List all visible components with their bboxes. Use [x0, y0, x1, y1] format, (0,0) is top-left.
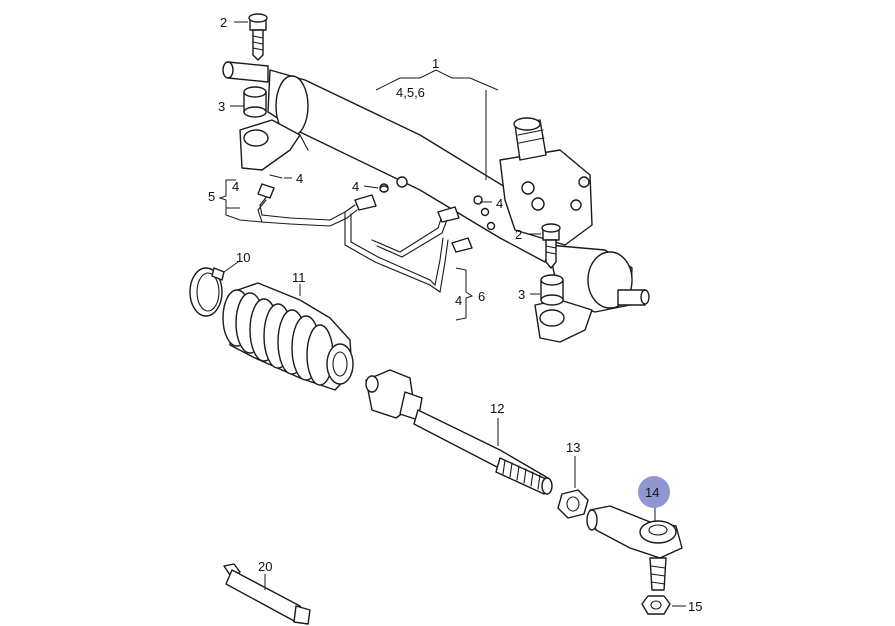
label-part-12[interactable]: 12 — [490, 401, 504, 416]
label-part-13[interactable]: 13 — [566, 440, 580, 455]
seal-ring-mid[interactable] — [379, 185, 389, 193]
label-part-2-mid[interactable]: 2 — [515, 227, 522, 242]
fluid-line-lower[interactable] — [344, 206, 473, 293]
label-part-2-top[interactable]: 2 — [220, 15, 227, 30]
self-locking-nut[interactable] — [641, 595, 671, 615]
label-part-4-d[interactable]: 4 — [496, 196, 503, 211]
label-part-20[interactable]: 20 — [258, 559, 272, 574]
seal-small-top[interactable] — [269, 174, 283, 179]
label-part-10[interactable]: 10 — [236, 250, 250, 265]
bushing-top[interactable] — [243, 86, 267, 118]
label-part-15[interactable]: 15 — [688, 599, 702, 614]
tie-rod-end[interactable] — [586, 505, 683, 591]
label-part-4-a[interactable]: 4 — [296, 171, 303, 186]
leader-lines — [218, 21, 686, 607]
rubber-boot[interactable] — [222, 282, 354, 391]
label-part-6[interactable]: 6 — [478, 289, 485, 304]
highlight-badge[interactable] — [638, 476, 670, 508]
bushing-bottom[interactable] — [540, 274, 564, 306]
fluid-line-upper[interactable] — [257, 183, 377, 227]
label-part-11[interactable]: 11 — [292, 270, 306, 285]
bolt-mid[interactable] — [541, 223, 561, 269]
label-part-14[interactable]: 14 — [645, 485, 659, 500]
clamp-ring[interactable] — [189, 267, 225, 317]
grease-tube[interactable] — [223, 563, 311, 625]
label-part-4-b[interactable]: 4 — [232, 179, 239, 194]
label-part-1-sub: 4,5,6 — [396, 85, 425, 100]
label-part-4-e[interactable]: 4 — [455, 293, 462, 308]
bolt-top[interactable] — [248, 13, 268, 61]
lock-nut[interactable] — [557, 489, 589, 519]
label-part-4-c[interactable]: 4 — [352, 179, 359, 194]
part-labels: 1 4,5,6 2 2 3 3 4 4 4 4 4 5 6 10 11 12 1… — [208, 15, 702, 614]
label-part-3-top[interactable]: 3 — [218, 99, 225, 114]
inner-tie-rod[interactable] — [365, 369, 553, 495]
label-part-1[interactable]: 1 — [432, 56, 439, 71]
label-part-5[interactable]: 5 — [208, 189, 215, 204]
steering-rack-housing[interactable] — [222, 61, 650, 343]
label-part-3-bottom[interactable]: 3 — [518, 287, 525, 302]
